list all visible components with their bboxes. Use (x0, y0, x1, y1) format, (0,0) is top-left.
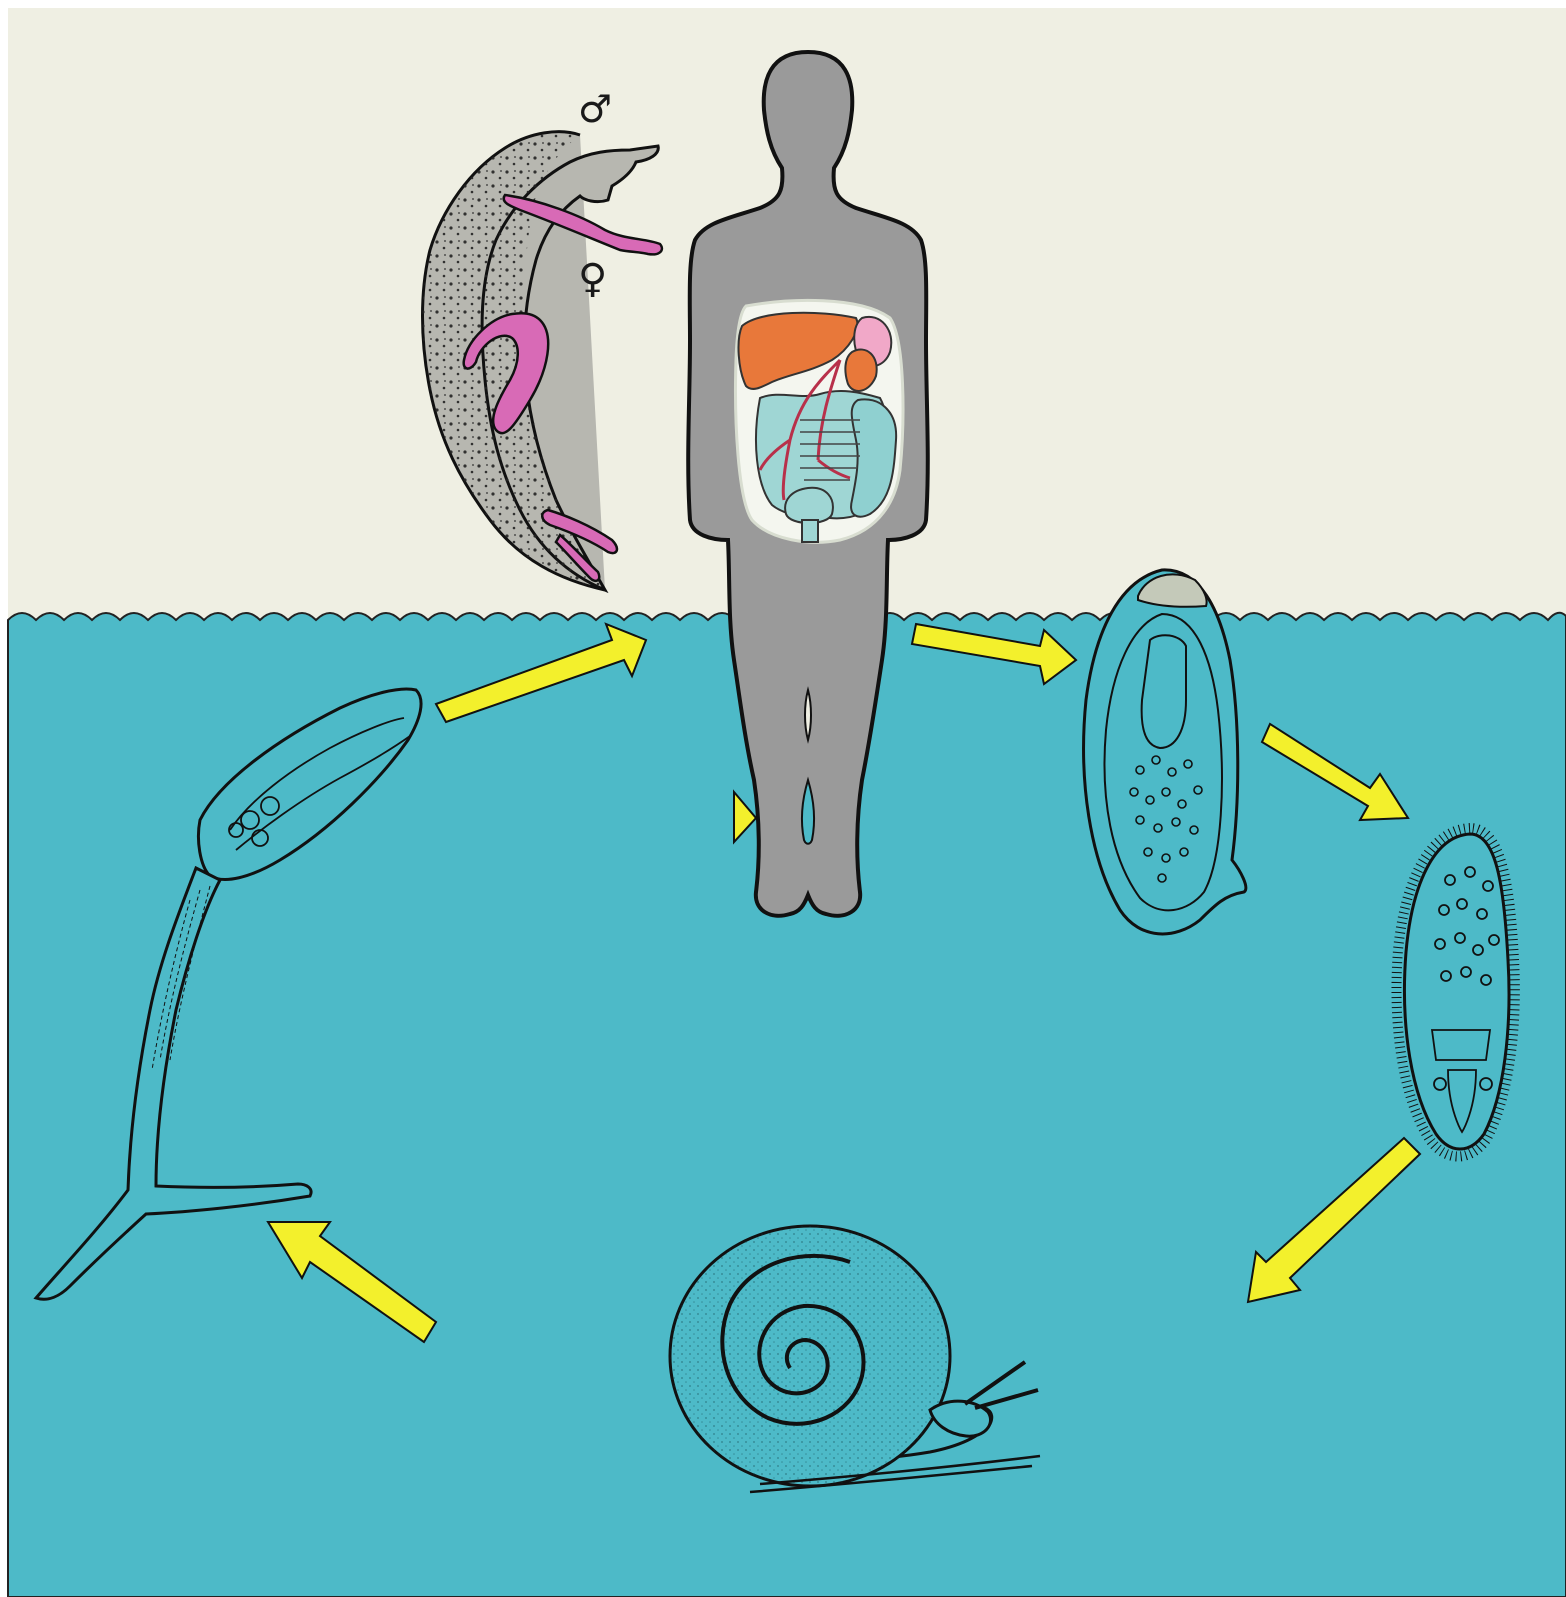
female-symbol: ♀ (578, 256, 607, 302)
miracidium-icon (1404, 834, 1509, 1149)
male-symbol: ♂ (578, 87, 612, 131)
spleen-icon (845, 349, 876, 390)
rectum-icon (802, 520, 818, 542)
abdominal-organs (736, 300, 903, 542)
leg-gap (805, 690, 811, 740)
bladder-icon (785, 488, 833, 523)
snail-shell-texture (670, 1226, 950, 1486)
egg-stage (1084, 570, 1246, 934)
